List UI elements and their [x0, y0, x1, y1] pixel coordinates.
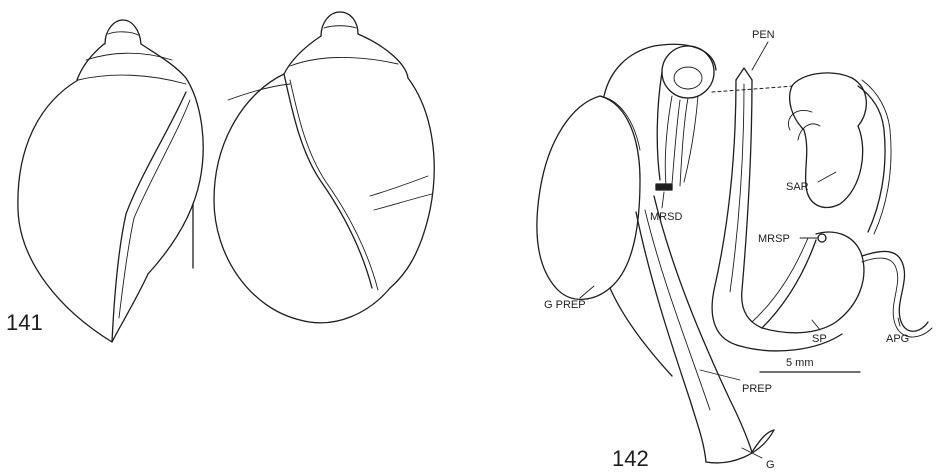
anatomy-drawing	[537, 44, 932, 463]
label-prep: PREP	[742, 383, 772, 395]
label-mrsp: MRSP	[758, 233, 790, 245]
label-mrsd: MRSD	[650, 211, 682, 223]
figure-number-142: 142	[612, 446, 649, 471]
label-sp: SP	[812, 333, 827, 345]
praeputium-tube	[636, 212, 706, 462]
preputial-gland	[537, 96, 640, 299]
penis-sheath	[712, 80, 740, 346]
scale-bar-label: 5 mm	[786, 357, 814, 369]
mrsp-knot	[818, 234, 826, 242]
shell-apertural-view	[18, 20, 203, 342]
label-apg: APG	[886, 333, 909, 345]
shell-oblique-view	[214, 12, 434, 323]
apg-duct	[862, 251, 928, 331]
leader-lines	[580, 42, 900, 458]
figure-number-141: 141	[6, 310, 43, 335]
label-g: G	[766, 459, 775, 471]
label-pen: PEN	[752, 29, 775, 41]
label-sar: SAR	[786, 181, 809, 193]
coil-outer	[662, 46, 714, 98]
label-g-prep: G PREP	[544, 299, 586, 311]
